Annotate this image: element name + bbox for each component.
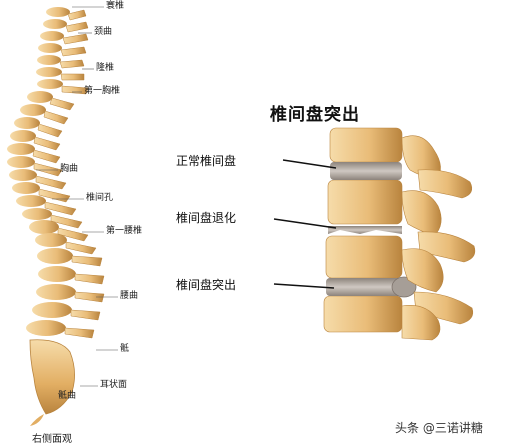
label-auricular-surface: 耳状面 — [100, 380, 128, 390]
view-caption: 右侧面观 — [32, 434, 72, 445]
label-lumbar-curve: 腰曲 — [120, 291, 139, 301]
label-first-lumbar: 第一腰椎 — [106, 226, 143, 236]
label-herniated-disc: 椎间盘突出 — [176, 278, 237, 292]
watermark-text: 头条 @三诺讲糖 — [395, 421, 483, 435]
disc-leader-lines — [273, 159, 337, 289]
label-degenerated-disc: 椎间盘退化 — [176, 211, 237, 225]
label-atlas: 寰椎 — [106, 1, 125, 11]
label-normal-disc: 正常椎间盘 — [176, 154, 237, 168]
spine-leader-lines — [36, 6, 118, 387]
label-thoracic-curve: 胸曲 — [60, 164, 79, 174]
disc-closeup-illustration — [323, 127, 476, 341]
degenerated-disc — [328, 226, 402, 234]
spine-vertebrae — [7, 7, 76, 426]
herniated-disc — [326, 278, 402, 296]
spine-processes — [32, 9, 105, 339]
label-sacral-curve: 骶 — [120, 344, 130, 354]
label-intervertebral-foramen: 椎间孔 — [86, 193, 114, 203]
label-axis: 隆椎 — [96, 63, 115, 73]
label-first-thoracic: 第一胸椎 — [84, 86, 121, 96]
normal-disc — [330, 162, 402, 180]
label-cervical-curve: 颈曲 — [94, 27, 113, 37]
label-coccyx: 骶曲 — [58, 391, 77, 401]
disc-figure-title: 椎间盘突出 — [270, 105, 360, 125]
herniated-bulge — [391, 276, 417, 298]
